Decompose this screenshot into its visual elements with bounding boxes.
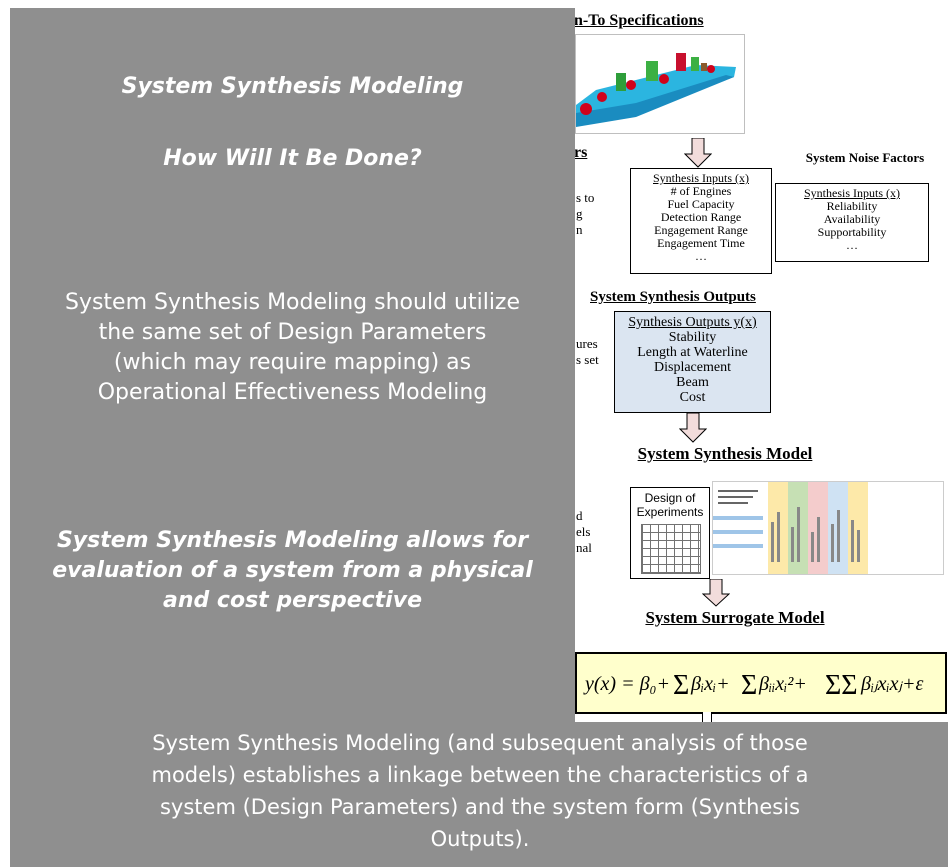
inputs-item: Fuel Capacity [667, 197, 735, 211]
noise-factors-box: Synthesis Inputs (x) Reliability Availab… [775, 183, 929, 262]
panel-question: How Will It Be Done? [163, 146, 422, 171]
outputs-item: Cost [679, 390, 706, 405]
noise-item: Reliability [826, 199, 878, 213]
fragment-line: s set [576, 352, 599, 367]
fragment-line: nal [576, 540, 592, 555]
noise-item: Availability [823, 212, 881, 226]
fragment-line: d [576, 508, 583, 523]
arrow-down-2 [679, 413, 707, 443]
left-fragment-group-2: ures s set [576, 336, 599, 368]
panel-body: System Synthesis Modeling should utilize… [64, 290, 521, 405]
fragment-line: s to [576, 190, 595, 205]
fragment-line: els [576, 524, 591, 539]
doe-box: Design of Experiments [630, 487, 710, 579]
factors-heading-fragment: rs [574, 144, 588, 161]
inputs-item: … [695, 249, 707, 263]
noise-item: Supportability [817, 225, 887, 239]
top-specs-title: n-To Specifications [574, 12, 704, 29]
surrogate-equation-image: y(x) = β₀+ Σ βᵢxᵢ+ Σ βᵢᵢxᵢ²+ ΣΣ βᵢⱼxᵢxⱼ+… [583, 670, 924, 701]
svg-text:βᵢxᵢ+: βᵢxᵢ+ [690, 673, 730, 695]
outputs-item: Displacement [654, 360, 731, 375]
doe-label: Design of Experiments [636, 491, 704, 519]
synthesis-outputs-box: Synthesis Outputs y(x) Stability Length … [614, 311, 771, 413]
inputs-item: Detection Range [660, 210, 742, 224]
spreadsheet-image [712, 481, 944, 575]
svg-text:y(x) = β₀+: y(x) = β₀+ [583, 673, 670, 695]
left-fragment-group-3: d els nal [576, 508, 592, 556]
inputs-item: Engagement Range [654, 223, 748, 237]
inputs-box-title: Synthesis Inputs (x) [653, 171, 749, 185]
outputs-item: Length at Waterline [637, 345, 748, 360]
surrogate-equation-box: y(x) = β₀+ Σ βᵢxᵢ+ Σ βᵢᵢxᵢ²+ ΣΣ βᵢⱼxᵢxⱼ+… [575, 652, 947, 714]
noise-box-title: Synthesis Inputs (x) [804, 186, 900, 200]
noise-item: … [846, 238, 858, 252]
svg-text:βᵢᵢxᵢ²+: βᵢᵢxᵢ²+ [758, 673, 807, 695]
arrow-down-3 [702, 579, 730, 607]
synthesis-outputs-heading: System Synthesis Outputs [590, 289, 756, 305]
synthesis-model-heading: System Synthesis Model [637, 444, 813, 463]
bottom-summary-text: System Synthesis Modeling (and subsequen… [151, 731, 809, 851]
outputs-box-title: Synthesis Outputs y(x) [628, 315, 757, 330]
surrogate-model-heading: System Surrogate Model [645, 608, 825, 627]
panel-emphasis: System Synthesis Modeling allows for eva… [52, 528, 533, 613]
noise-factors-heading: System Noise Factors [805, 150, 925, 165]
svg-text:Σ: Σ [741, 670, 757, 701]
synthesis-inputs-box: Synthesis Inputs (x) # of Engines Fuel C… [630, 168, 772, 274]
svg-text:ΣΣ: ΣΣ [825, 670, 858, 701]
inputs-item: Engagement Time [657, 236, 745, 250]
left-fragment-group-1: s to g n [576, 190, 594, 238]
ship-model-image [575, 34, 745, 134]
arrow-down-1 [684, 138, 712, 168]
outputs-item: Beam [676, 375, 709, 390]
fragment-line: ures [576, 336, 598, 351]
fragment-line: n [576, 222, 583, 237]
left-text-panel: System Synthesis Modeling How Will It Be… [10, 8, 575, 722]
panel-title: System Synthesis Modeling [121, 74, 464, 99]
fragment-line: g [576, 206, 583, 221]
doe-grid-icon [641, 524, 701, 574]
svg-text:βᵢⱼxᵢxⱼ+ε: βᵢⱼxᵢxⱼ+ε [860, 673, 924, 695]
outputs-item: Stability [668, 330, 717, 345]
svg-text:Σ: Σ [673, 670, 689, 701]
bottom-text-panel: System Synthesis Modeling (and subsequen… [10, 722, 948, 867]
inputs-item: # of Engines [670, 184, 732, 198]
